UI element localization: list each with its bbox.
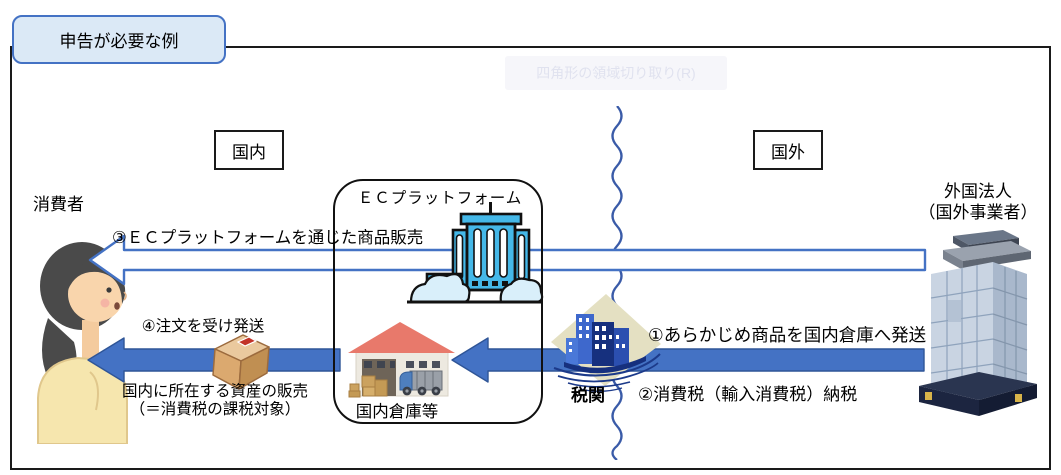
domestic-sale-note-line1: 国内に所在する資産の販売 [121, 383, 308, 400]
foreign-corporation-label-line1: 外国法人 [944, 182, 1012, 201]
domestic-sale-note: 国内に所在する資産の販売 （＝消費税の課税対象） [105, 383, 325, 419]
foreign-corporation-label: 外国法人 （国外事業者） [893, 181, 1061, 223]
step2-label: ②消費税（輸入消費税）納税 [638, 385, 858, 404]
customs-icon [551, 294, 661, 392]
domestic-overseas-wavy-divider [611, 106, 623, 460]
consumer-label: 消費者 [33, 195, 84, 214]
domestic-sale-note-line2: （＝消費税の課税対象） [129, 401, 301, 418]
foreign-corporation-label-line2: （国外事業者） [918, 203, 1038, 222]
domestic-warehouse-icon [348, 322, 455, 398]
step4-label: ④注文を受け発送 [141, 318, 265, 335]
package-box-icon [212, 334, 270, 390]
domestic-warehouse-label: 国内倉庫等 [355, 403, 439, 421]
step3-label: ③ＥＣプラットフォームを通じた商品販売 [112, 229, 424, 247]
region-overseas-label: 国外 [771, 142, 805, 162]
diagram-title: 申告が必要な例 [59, 32, 179, 51]
ec-platform-building-icon [407, 202, 544, 304]
step1-label: ①あらかじめ商品を国内倉庫へ発送 [648, 325, 927, 345]
diagram-title-box: 申告が必要な例 [12, 15, 226, 64]
snip-tool-ghost-text: 四角形の領域切り取り(R) [505, 56, 727, 90]
region-box-overseas: 国外 [753, 130, 823, 170]
region-box-domestic: 国内 [214, 130, 284, 170]
customs-label: 税関 [571, 386, 605, 405]
foreign-corporation-building-icon [919, 230, 1037, 416]
region-domestic-label: 国内 [232, 142, 266, 162]
ec-platform-label: ＥＣプラットフォーム [357, 190, 523, 207]
